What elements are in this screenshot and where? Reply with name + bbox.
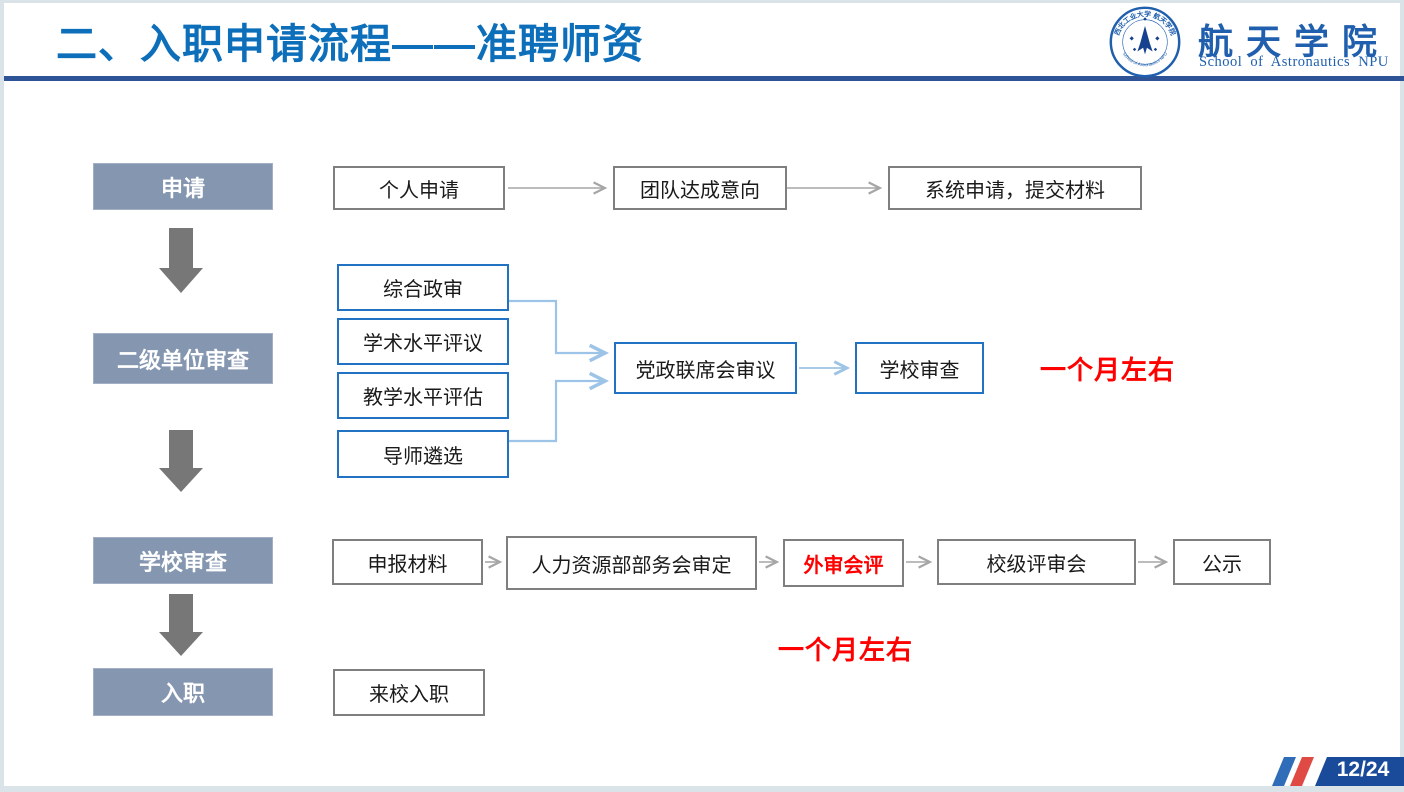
step-system-application: 系统申请，提交材料 xyxy=(888,166,1142,210)
duration-note-unit: 一个月左右 xyxy=(1040,355,1176,385)
page-number: 12/24 xyxy=(1336,758,1390,781)
page-title: 二、入职申请流程——准聘师资 xyxy=(56,21,644,67)
step-come-onboard: 来校入职 xyxy=(333,669,485,716)
stage-onboard: 入职 xyxy=(93,668,273,716)
step-mentor-selection: 导师遴选 xyxy=(337,430,509,478)
step-teaching-assessment: 教学水平评估 xyxy=(337,372,509,419)
school-name-en: School of Astronautics NPU xyxy=(1199,54,1389,70)
school-name-cn: 航天学院 xyxy=(1198,23,1391,62)
slide-canvas xyxy=(4,3,1400,786)
title-divider xyxy=(4,76,1404,81)
step-academic-evaluation: 学术水平评议 xyxy=(337,318,509,365)
seal-star-5 xyxy=(1143,17,1147,21)
step-hr-department-review: 人力资源部部务会审定 xyxy=(506,536,757,590)
step-external-review: 外审会评 xyxy=(783,539,904,587)
stage-unit-review: 二级单位审查 xyxy=(93,333,273,384)
duration-note-school: 一个月左右 xyxy=(778,635,914,665)
seal-star-1 xyxy=(1129,36,1134,41)
stage-school-review: 学校审查 xyxy=(93,537,273,584)
seal-rocket-icon xyxy=(1137,25,1153,55)
step-personal-application: 个人申请 xyxy=(333,166,505,210)
step-publicity: 公示 xyxy=(1173,539,1271,585)
stage-apply: 申请 xyxy=(93,163,273,210)
step-team-agreement: 团队达成意向 xyxy=(613,166,787,210)
step-school-check: 学校审查 xyxy=(855,342,984,394)
step-joint-meeting: 党政联席会审议 xyxy=(614,342,797,394)
school-seal-icon: 西北工业大学 航天学院 School of Astronautics NPU xyxy=(1109,6,1181,78)
step-declaration-materials: 申报材料 xyxy=(332,539,483,585)
step-political-review: 综合政审 xyxy=(337,264,509,311)
step-university-committee: 校级评审会 xyxy=(937,539,1136,585)
